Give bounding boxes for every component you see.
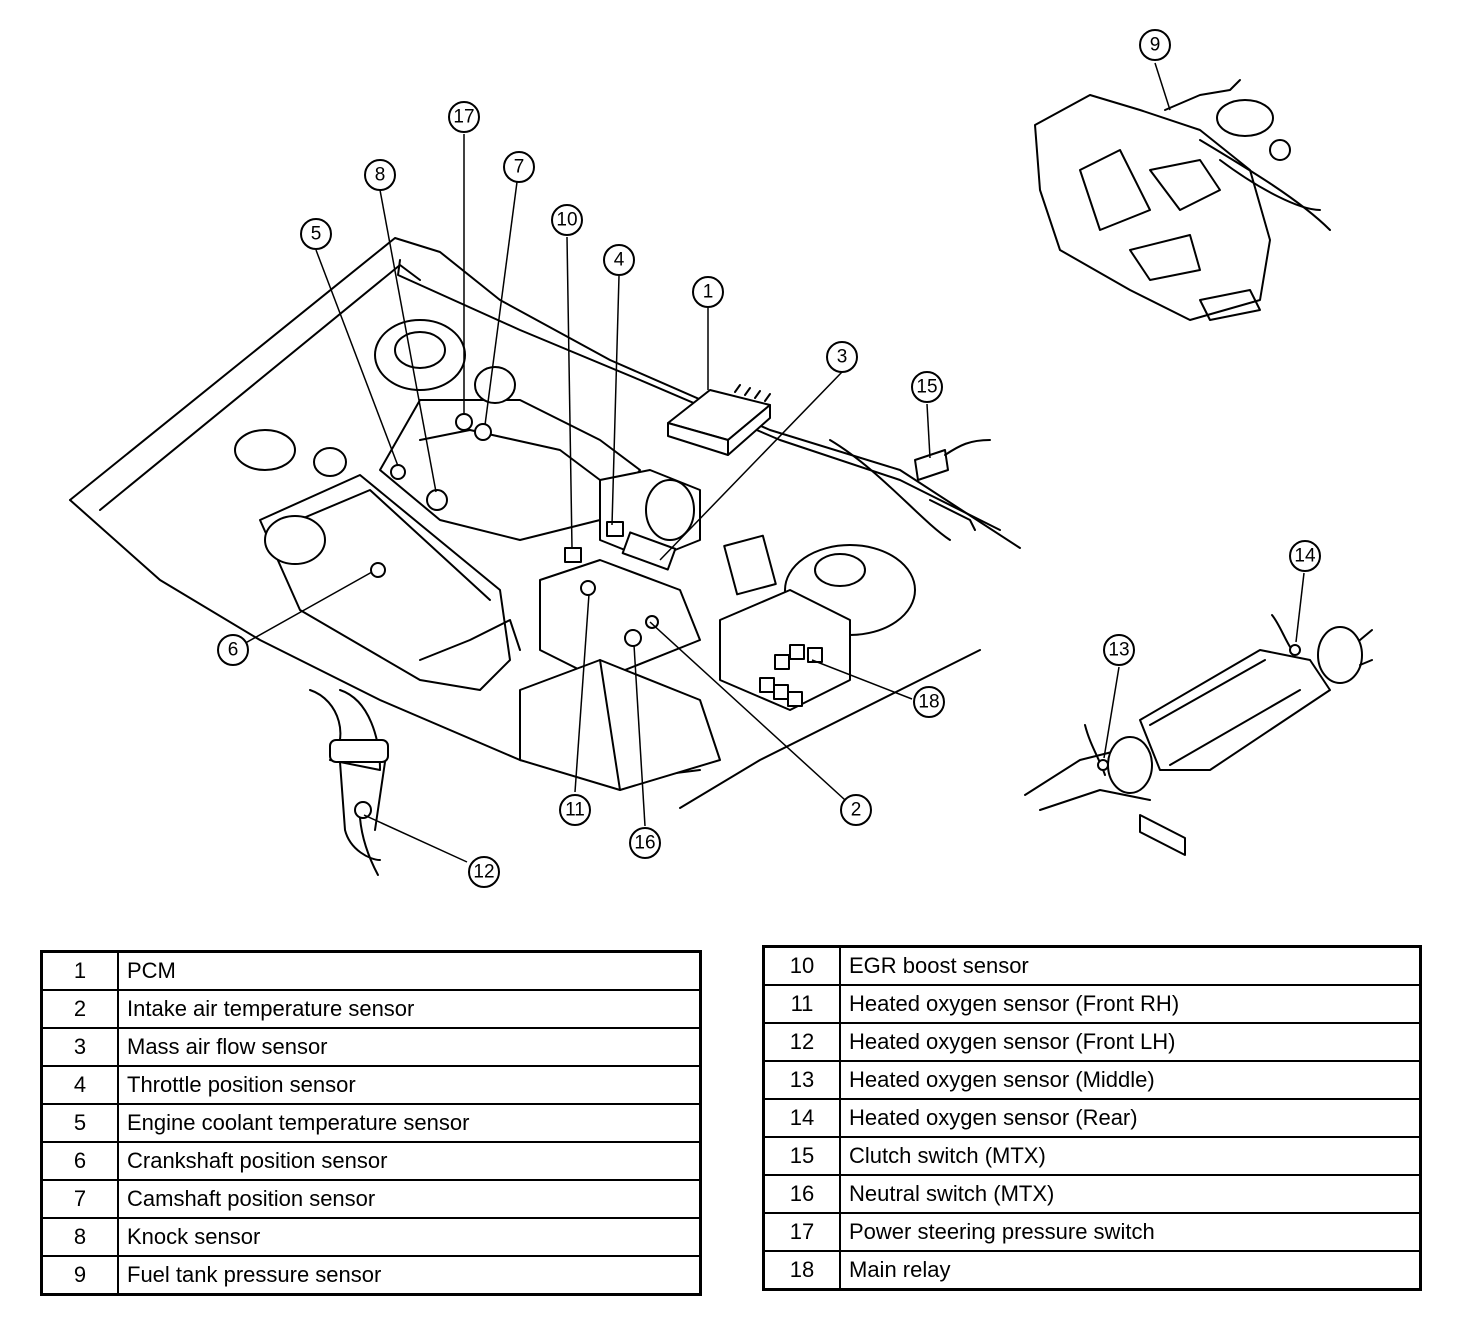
legend-label: Engine coolant temperature sensor [117,1103,702,1143]
legend-number: 18 [762,1250,841,1291]
callout-6: 6 [217,634,249,666]
legend-number: 2 [40,989,119,1029]
svg-text:10: 10 [556,210,577,231]
callout-11: 11 [559,794,591,826]
legend-number: 3 [40,1027,119,1067]
svg-text:2: 2 [851,800,862,821]
legend-number: 1 [40,950,119,991]
legend-number: 14 [762,1098,841,1138]
callout-4: 4 [603,244,635,276]
callout-12: 12 [468,856,500,888]
svg-text:8: 8 [375,165,386,186]
svg-text:9: 9 [1150,35,1161,56]
legend-number: 9 [40,1255,119,1296]
fuel-tank-inset [1034,79,1331,321]
svg-text:15: 15 [916,377,937,398]
legend-label: Heated oxygen sensor (Middle) [839,1060,1422,1100]
legend-label: Intake air temperature sensor [117,989,702,1029]
legend-label: Heated oxygen sensor (Front RH) [839,984,1422,1024]
callout-1: 1 [692,276,724,308]
svg-text:11: 11 [565,800,585,821]
callout-5: 5 [300,218,332,250]
callout-9: 9 [1139,29,1171,61]
callout-14: 14 [1289,540,1321,572]
svg-text:13: 13 [1108,640,1129,661]
legend-number: 11 [762,984,841,1024]
callout-13: 13 [1103,634,1135,666]
legend-label: Crankshaft position sensor [117,1141,702,1181]
svg-text:7: 7 [514,157,525,178]
svg-text:5: 5 [311,224,322,245]
legend-number: 10 [762,945,841,986]
legend-label: Knock sensor [117,1217,702,1257]
svg-text:16: 16 [634,833,655,854]
leader-lines [232,62,1305,863]
legend-label: Throttle position sensor [117,1065,702,1105]
callout-10: 10 [551,204,583,236]
catalytic-converter-inset [1024,614,1373,856]
legend-number: 16 [762,1174,841,1214]
engine-bay-illustration [69,237,1021,876]
legend-label: Mass air flow sensor [117,1027,702,1067]
callout-15: 15 [911,371,943,403]
legend-label: Main relay [839,1250,1422,1291]
legend-number: 13 [762,1060,841,1100]
legend-number: 6 [40,1141,119,1181]
callout-3: 3 [826,341,858,373]
svg-text:1: 1 [703,282,714,303]
callout-8: 8 [364,159,396,191]
svg-text:17: 17 [453,107,474,128]
legend-label: Heated oxygen sensor (Rear) [839,1098,1422,1138]
callout-7: 7 [503,151,535,183]
svg-text:3: 3 [837,347,848,368]
svg-text:18: 18 [918,692,939,713]
callout-2: 2 [840,794,872,826]
legend-number: 15 [762,1136,841,1176]
legend-label: Power steering pressure switch [839,1212,1422,1252]
legend-number: 17 [762,1212,841,1252]
legend-number: 4 [40,1065,119,1105]
callout-17: 17 [448,101,480,133]
legend-label: Camshaft position sensor [117,1179,702,1219]
svg-text:12: 12 [473,862,494,883]
svg-text:6: 6 [228,640,239,661]
legend-label: PCM [117,950,702,991]
legend-label: Heated oxygen sensor (Front LH) [839,1022,1422,1062]
legend-number: 5 [40,1103,119,1143]
svg-text:14: 14 [1294,546,1316,567]
engine-component-diagram: 1 2 3 4 5 6 7 8 9 10 11 12 13 14 15 16 1… [69,29,1373,888]
legend-label: Clutch switch (MTX) [839,1136,1422,1176]
legend-label: Fuel tank pressure sensor [117,1255,702,1296]
legend-label: EGR boost sensor [839,945,1422,986]
svg-text:4: 4 [614,250,625,271]
legend-number: 12 [762,1022,841,1062]
legend-label: Neutral switch (MTX) [839,1174,1422,1214]
legend-number: 8 [40,1217,119,1257]
callout-18: 18 [913,686,945,718]
callout-16: 16 [629,827,661,859]
legend-number: 7 [40,1179,119,1219]
